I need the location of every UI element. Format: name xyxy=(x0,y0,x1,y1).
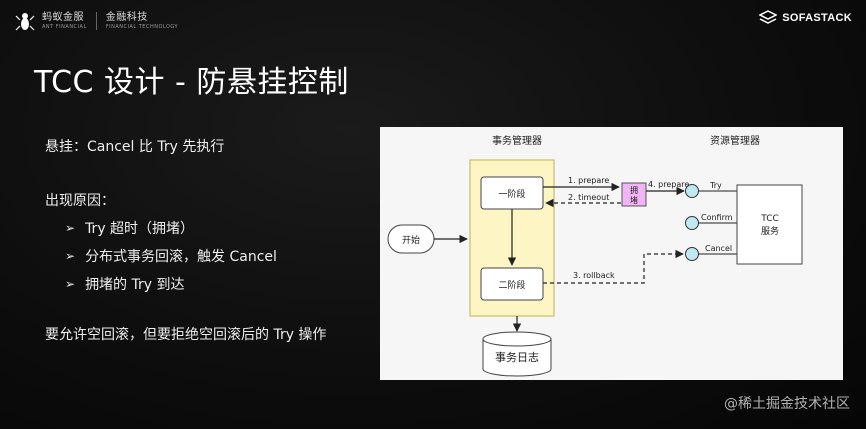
rollback-label: 3. rollback xyxy=(573,271,615,280)
arrow-bullet-icon: ➢ xyxy=(65,249,76,263)
sofastack-icon xyxy=(759,10,778,24)
tcc-diagram: 事务管理器 资源管理器 一阶段 二阶段 开始 事务日志 1. prepare 2… xyxy=(380,127,843,380)
reason-text: Try 超时（拥堵） xyxy=(85,221,195,237)
tcc-label-2: 服务 xyxy=(761,225,779,237)
reasons-heading: 出现原因： xyxy=(45,193,115,209)
phase2-box xyxy=(480,267,544,301)
reason-item: ➢ 分布式事务回滚，触发 Cancel xyxy=(65,246,277,266)
prepare4-label: 4. prepare xyxy=(648,180,689,189)
congestion-box xyxy=(621,182,647,207)
brand2-name-en: FINANCIAL TECHNOLOGY xyxy=(105,23,179,30)
ant-icon xyxy=(15,13,35,31)
watermark: @稀土掘金技术社区 xyxy=(724,396,850,412)
brand-separator xyxy=(95,12,97,30)
try-port xyxy=(685,184,699,198)
reason-text: 拥堵的 Try 到达 xyxy=(85,277,185,293)
reason-item: ➢ 拥堵的 Try 到达 xyxy=(65,274,185,294)
congestion-label-2: 堵 xyxy=(630,195,638,205)
brand2-name-cn: 金融科技 xyxy=(105,11,148,23)
ant-financial-logo: 蚂蚁金服 ANT FINANCIAL 金融科技 FINANCIAL TECHNO… xyxy=(14,10,178,32)
brand-name-cn: 蚂蚁金服 xyxy=(42,11,84,23)
conclusion-line: 要允许空回滚，但要拒绝空回滚后的 Try 操作 xyxy=(45,327,327,343)
confirm-port xyxy=(685,216,699,230)
timeout-label: 2. timeout xyxy=(568,193,609,202)
cancel-port xyxy=(685,247,699,261)
reason-item: ➢ Try 超时（拥堵） xyxy=(65,218,194,238)
log-label: 事务日志 xyxy=(495,351,539,364)
rollback-arrow xyxy=(543,249,684,284)
cancel-port-label: Cancel xyxy=(705,244,732,253)
sofastack-logo: SOFASTACK xyxy=(759,10,852,26)
phase1-label: 一阶段 xyxy=(498,188,525,200)
arrow-bullet-icon: ➢ xyxy=(65,221,76,235)
definition-line: 悬挂：Cancel 比 Try 先执行 xyxy=(45,139,225,155)
prepare-label: 1. prepare xyxy=(568,176,609,185)
start-label: 开始 xyxy=(402,234,420,246)
sofastack-text: SOFASTACK xyxy=(782,12,852,24)
try-port-label: Try xyxy=(709,181,722,190)
tcc-service-box xyxy=(736,184,803,265)
rm-label: 资源管理器 xyxy=(710,134,760,147)
tm-label: 事务管理器 xyxy=(492,134,542,147)
confirm-port-label: Confirm xyxy=(701,213,733,222)
tcc-label-1: TCC xyxy=(760,214,779,224)
log-cylinder xyxy=(482,331,552,377)
reason-text: 分布式事务回滚，触发 Cancel xyxy=(85,249,277,265)
phase2-label: 二阶段 xyxy=(498,279,525,291)
brand-name-en: ANT FINANCIAL xyxy=(42,23,87,30)
slide-title: TCC 设计 - 防悬挂控制 xyxy=(34,65,349,100)
congestion-label-1: 拥 xyxy=(630,185,638,195)
arrow-bullet-icon: ➢ xyxy=(65,277,76,291)
